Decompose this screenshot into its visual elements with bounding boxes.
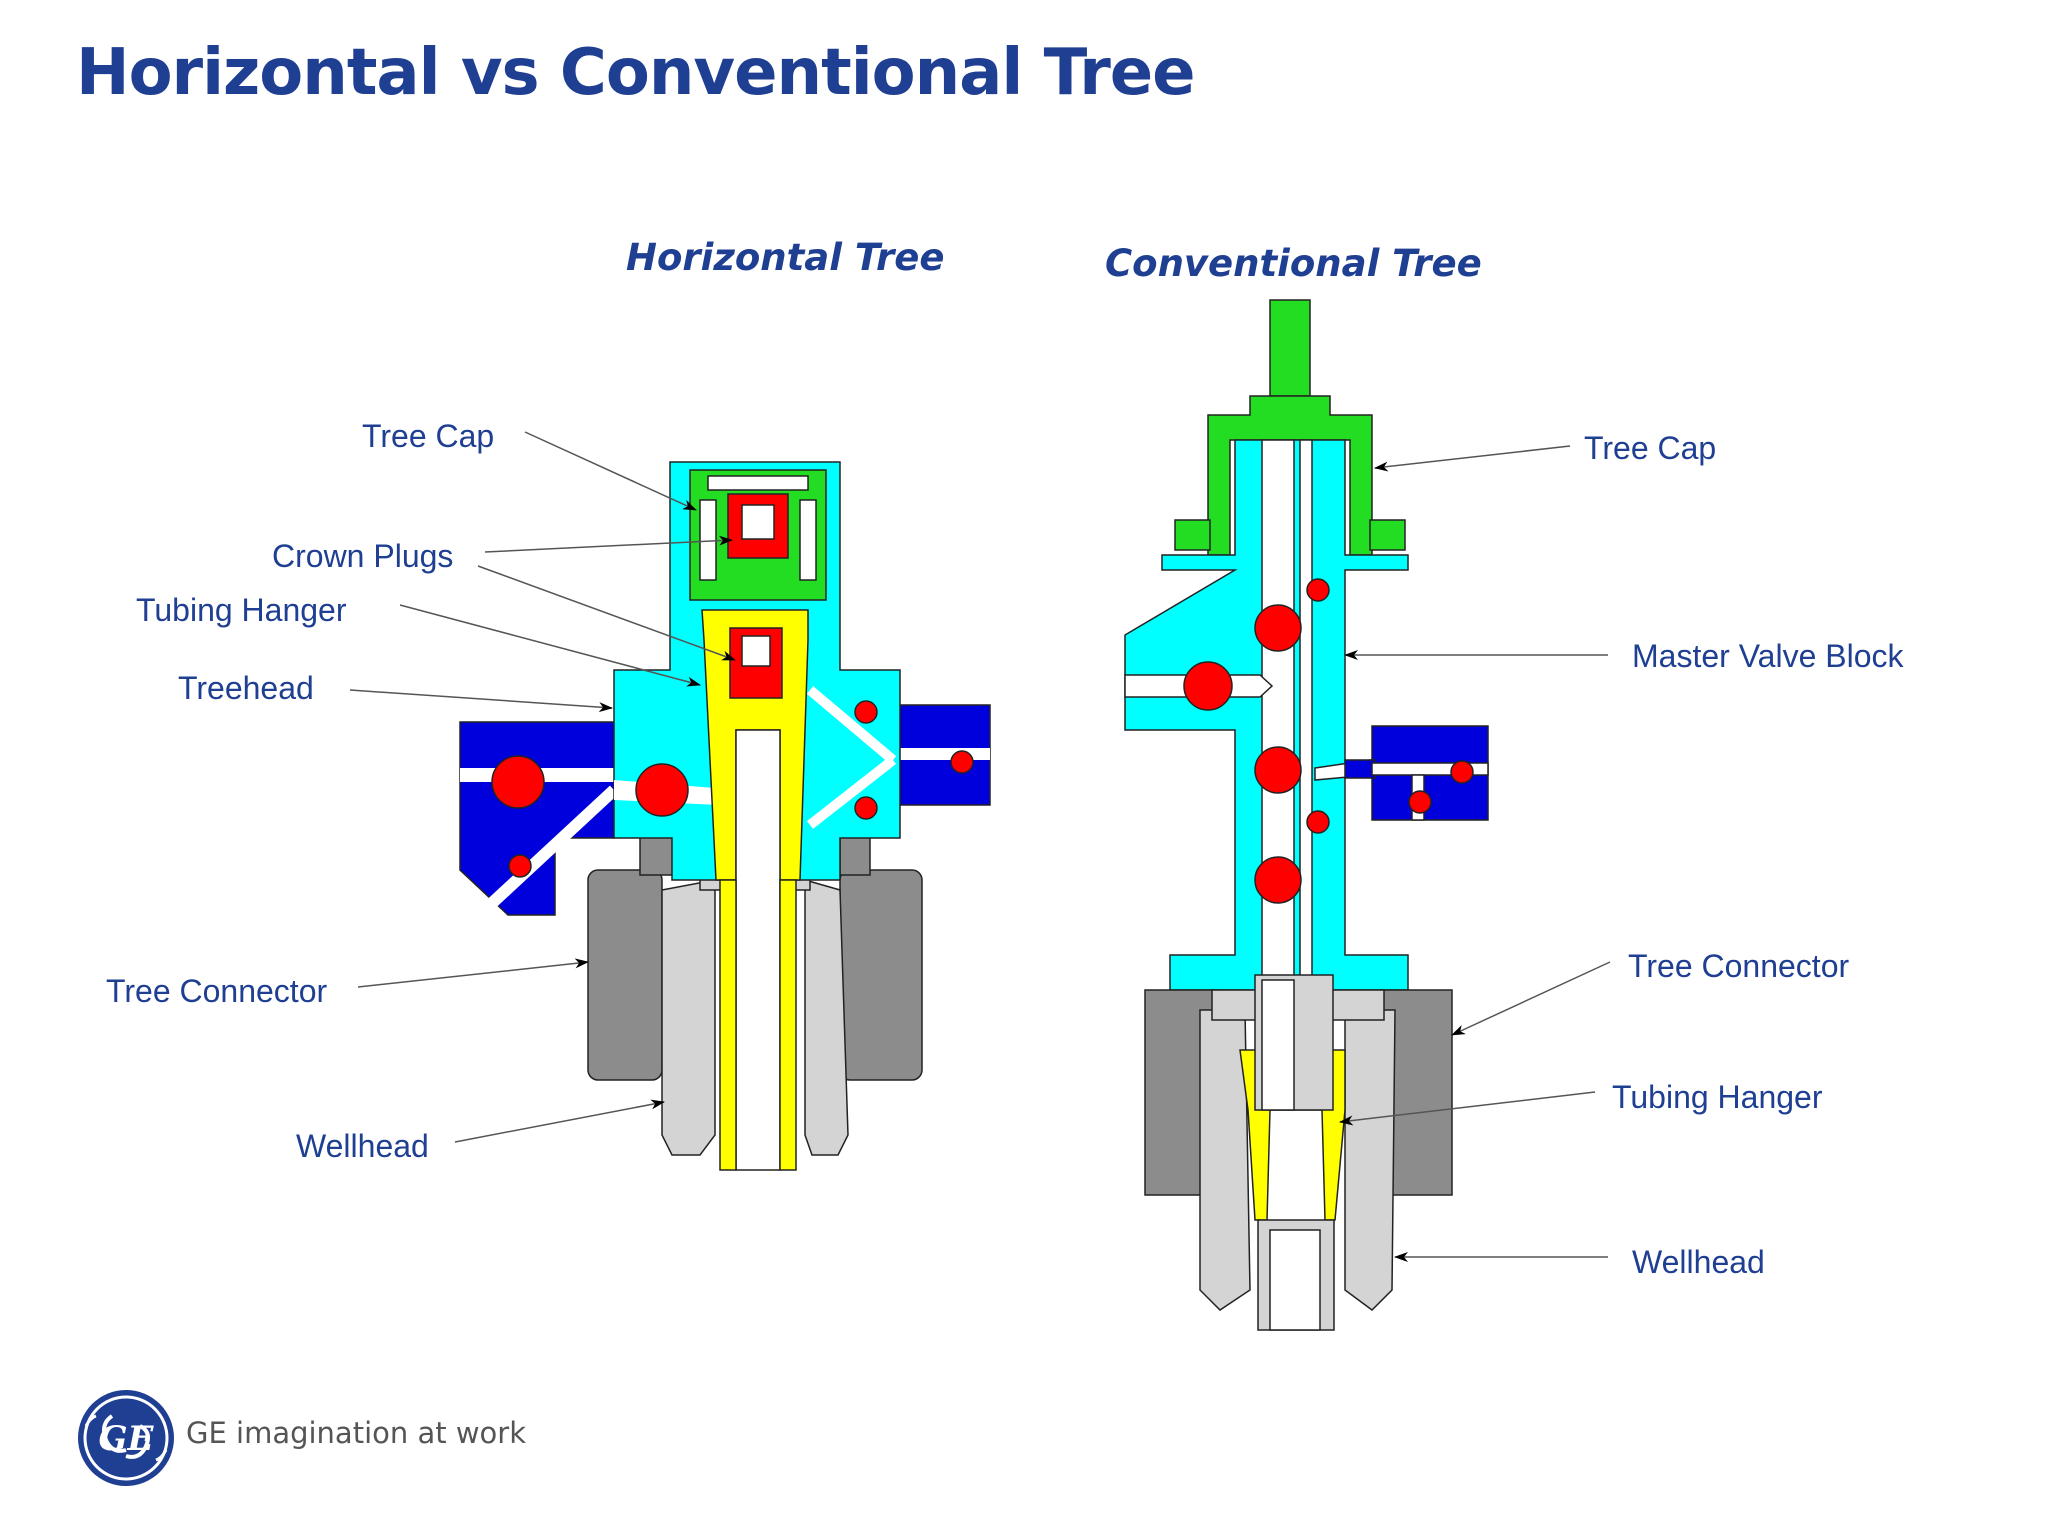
h-wellhead [661, 879, 716, 1156]
svg-text:GE: GE [99, 1419, 155, 1459]
c-valve [1183, 661, 1233, 711]
c-label-tubing-hanger: Tubing Hanger [1612, 1079, 1823, 1115]
c-tree-cap-stem [1269, 299, 1311, 397]
c-leader-tree-connector [1451, 961, 1611, 1036]
h-leader-tree-cap [524, 431, 697, 511]
conventional-tree-heading: Conventional Tree [1105, 242, 1482, 285]
c-leader-tubing-hanger [1339, 1091, 1596, 1126]
h-valve [508, 854, 532, 878]
footer-tagline: GE imagination at work [186, 1416, 527, 1450]
h-label-tubing-hanger: Tubing Hanger [136, 592, 347, 628]
h-leader-tree-connector [357, 958, 589, 988]
c-label-wellhead: Wellhead [1632, 1244, 1765, 1280]
c-valve [1254, 746, 1302, 794]
c-label-tree-cap: Tree Cap [1584, 430, 1717, 466]
h-valve [854, 796, 878, 820]
h-leader-tubing-hanger [399, 604, 701, 687]
h-label-crown-plugs: Crown Plugs [272, 538, 454, 574]
c-valve [1450, 760, 1474, 784]
c-label-tree-connector: Tree Connector [1628, 948, 1850, 984]
ge-logo: GE [76, 1388, 176, 1488]
h-valve [491, 755, 545, 809]
h-label-treehead: Treehead [178, 670, 314, 706]
h-leader-crown-plugs-upper [484, 535, 733, 553]
h-tree-connector-left [587, 869, 663, 1081]
horizontal-tree-drawing [459, 461, 991, 1171]
c-valve [1306, 810, 1330, 834]
h-leader-wellhead [454, 1099, 665, 1143]
c-label-master-valve-block: Master Valve Block [1632, 638, 1904, 674]
c-leader-tree-cap [1374, 445, 1571, 472]
c-valve [1408, 790, 1432, 814]
conventional-tree-drawing [1124, 299, 1489, 1331]
h-label-tree-cap: Tree Cap [362, 418, 495, 454]
c-production-bore [1261, 439, 1295, 991]
c-tree-cap [1207, 395, 1373, 556]
h-valve [950, 750, 974, 774]
c-valve [1306, 578, 1330, 602]
h-leader-crown-plugs-lower [477, 565, 736, 661]
slide-title: Horizontal vs Conventional Tree [76, 36, 1196, 110]
h-valve [854, 700, 878, 724]
h-valve [635, 763, 689, 817]
h-tree-connector-right [839, 869, 923, 1081]
c-valve [1254, 856, 1302, 904]
c-valve [1254, 604, 1302, 652]
h-leader-treehead [349, 689, 613, 713]
ge-monogram-icon: GE [78, 1390, 174, 1486]
h-label-wellhead: Wellhead [296, 1128, 429, 1164]
leader-lines [349, 431, 1611, 1262]
h-label-tree-connector: Tree Connector [106, 973, 328, 1009]
h-production-bore [735, 729, 781, 1171]
horizontal-tree-heading: Horizontal Tree [626, 236, 945, 279]
